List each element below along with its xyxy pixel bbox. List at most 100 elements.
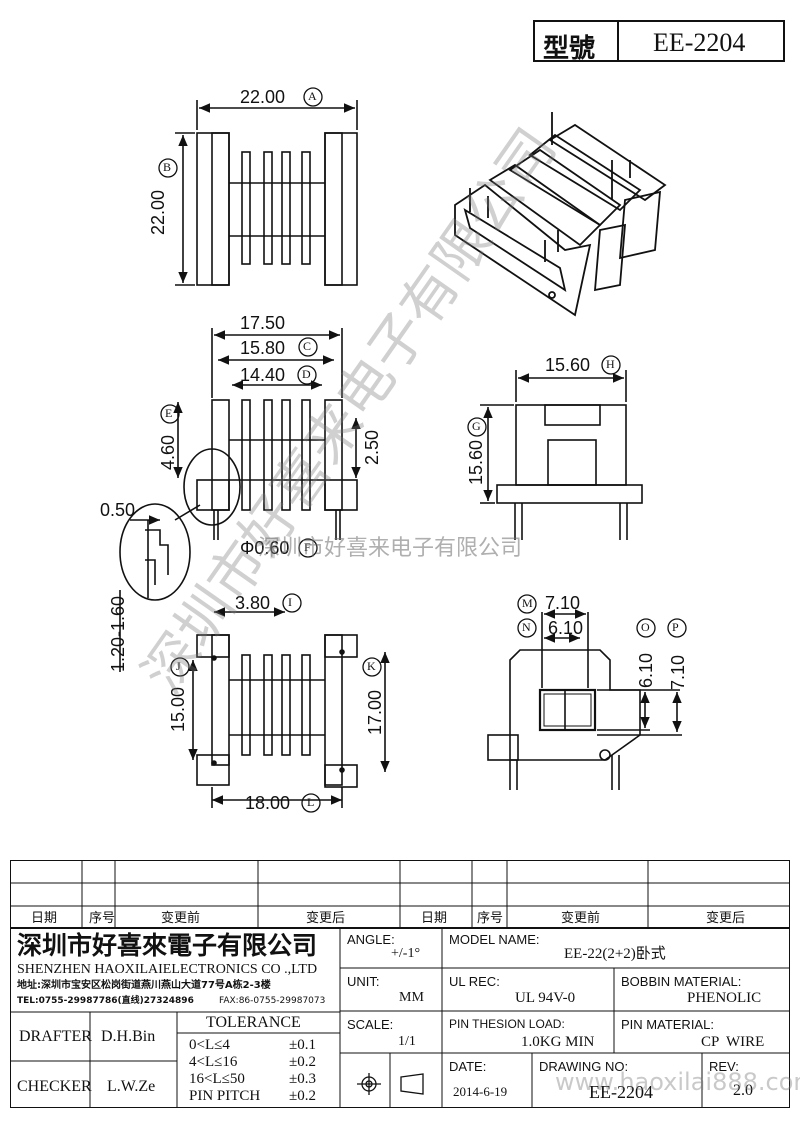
company-name-en: SHENZHEN HAOXILAIELECTRONICS CO .,LTD [17, 962, 318, 977]
dim-1750: 17.50 [240, 313, 286, 333]
marker-c: C [303, 339, 312, 353]
tolerance-value-2: ±0.2 [289, 1054, 316, 1070]
tolerance-value-3: ±0.3 [289, 1071, 316, 1087]
dim-1500: 15.00 [168, 686, 188, 732]
pin-material-value: CP WIRE [701, 1034, 765, 1050]
tolerance-value-1: ±0.1 [289, 1037, 316, 1053]
bobbin-material-value: PHENOLIC [687, 990, 762, 1006]
marker-d: D [302, 367, 311, 381]
isometric-view [454, 112, 667, 317]
top-view [175, 100, 358, 286]
title-block: 深圳市好喜來電子有限公司 SHENZHEN HAOXILAIELECTRONIC… [10, 928, 790, 1108]
marker-h: H [606, 357, 615, 371]
marker-circles [158, 87, 687, 813]
rev-label: REV: [709, 1059, 739, 1074]
angle-value: +/-1° [391, 946, 421, 961]
marker-p: P [672, 620, 679, 634]
company-address: 地址:深圳市宝安区松岗街道燕川燕山大道77号A栋2-3楼 [17, 980, 271, 991]
rev-header-date-1: 日期 [31, 910, 58, 925]
dim-610-top: 6.10 [548, 618, 584, 638]
date-label: DATE: [449, 1059, 487, 1074]
technical-drawing [119, 87, 687, 813]
company-name-cn: 深圳市好喜來電子有限公司 [17, 931, 318, 960]
ul-rec-label: UL REC: [449, 974, 500, 989]
dim-side-height: 15.60 [466, 439, 486, 485]
company-tel: TEL:0755-29987786(直线)27324896 [17, 996, 194, 1006]
tolerance-title: TOLERANCE [206, 1014, 301, 1031]
dim-side-width: 15.60 [545, 355, 591, 375]
rev-header-after-1: 变更后 [306, 910, 346, 925]
detail-view [119, 503, 201, 672]
tolerance-range-2: 4<L≤16 [189, 1054, 238, 1070]
tolerance-range-3: 16<L≤50 [189, 1071, 245, 1087]
bottom-view [188, 607, 390, 808]
revision-table: 日期 序号 变更前 变更后 日期 序号 变更前 变更后 [10, 860, 790, 928]
model-name-label: MODEL NAME: [449, 932, 540, 947]
header-box: 型號 EE-2204 [533, 20, 785, 64]
marker-a: A [308, 89, 317, 103]
marker-n: N [522, 620, 531, 634]
dim-050: 0.50 [100, 500, 136, 520]
tolerance-value-4: ±0.2 [289, 1088, 316, 1104]
tolerance-range-1: 0<L≤4 [189, 1037, 230, 1053]
marker-j: J [176, 659, 181, 673]
pin-material-label: PIN MATERIAL: [621, 1017, 714, 1032]
section-view [487, 609, 682, 790]
pin-load-value: 1.0KG MIN [521, 1034, 595, 1050]
company-fax: FAX:86-0755-29987073 [219, 996, 326, 1006]
marker-i: I [288, 595, 292, 609]
marker-l: L [307, 795, 315, 809]
unit-value: MM [399, 990, 424, 1005]
rev-value: 2.0 [733, 1082, 753, 1099]
drawing-no-label: DRAWING NO: [539, 1059, 629, 1074]
rev-header-before-2: 变更前 [561, 910, 601, 925]
dim-1580: 15.80 [240, 338, 286, 358]
dim-top-width: 22.00 [240, 87, 286, 107]
checker-label: CHECKER [17, 1078, 92, 1095]
date-value: 2014-6-19 [453, 1084, 508, 1099]
marker-e: E [165, 406, 173, 420]
revision-grid [10, 860, 790, 928]
checker-value: L.W.Ze [107, 1078, 156, 1095]
dim-380: 3.80 [235, 593, 271, 613]
marker-b: B [163, 160, 172, 174]
rev-header-before-1: 变更前 [161, 910, 201, 925]
title-grid [10, 928, 790, 1108]
unit-label: UNIT: [347, 974, 380, 989]
dim-pin-dia: Φ0.60 [240, 538, 290, 558]
tolerance-range-4: PIN PITCH [189, 1088, 261, 1104]
marker-f: F [304, 540, 311, 554]
rev-header-date-2: 日期 [421, 910, 448, 925]
bobbin-material-label: BOBBIN MATERIAL: [621, 974, 742, 989]
drawing-no-value: EE-2204 [589, 1082, 653, 1102]
marker-o: O [641, 620, 650, 634]
projection-symbol [357, 1073, 424, 1095]
side-view [480, 370, 643, 540]
dim-top-height: 22.00 [148, 189, 168, 235]
scale-label: SCALE: [347, 1017, 394, 1032]
dim-460: 4.60 [158, 434, 178, 470]
pin-load-label: PIN THESION LOAD: [449, 1017, 565, 1031]
rev-header-after-2: 变更后 [706, 910, 746, 925]
dim-710-side: 7.10 [668, 654, 688, 690]
model-label: 型號 [543, 34, 596, 64]
model-name-value: EE-22(2+2)卧式 [564, 946, 666, 962]
front-view [173, 328, 361, 540]
marker-m: M [522, 596, 533, 610]
dim-1700: 17.00 [365, 689, 385, 735]
drafter-value: D.H.Bin [101, 1028, 156, 1045]
model-value: EE-2204 [653, 28, 746, 57]
dim-range-pitch: 1.20-1.60 [108, 595, 128, 672]
dim-250: 2.50 [362, 429, 382, 465]
ul-rec-value: UL 94V-0 [515, 990, 576, 1006]
angle-label: ANGLE: [347, 932, 395, 947]
scale-value: 1/1 [398, 1034, 416, 1049]
dim-710-top: 7.10 [545, 593, 581, 613]
marker-g: G [472, 419, 481, 433]
rev-header-no-2: 序号 [477, 910, 504, 925]
rev-header-no-1: 序号 [89, 910, 116, 925]
dim-610-side: 6.10 [636, 652, 656, 688]
marker-k: K [367, 659, 376, 673]
dim-1440: 14.40 [240, 365, 286, 385]
header-divider [617, 22, 619, 60]
